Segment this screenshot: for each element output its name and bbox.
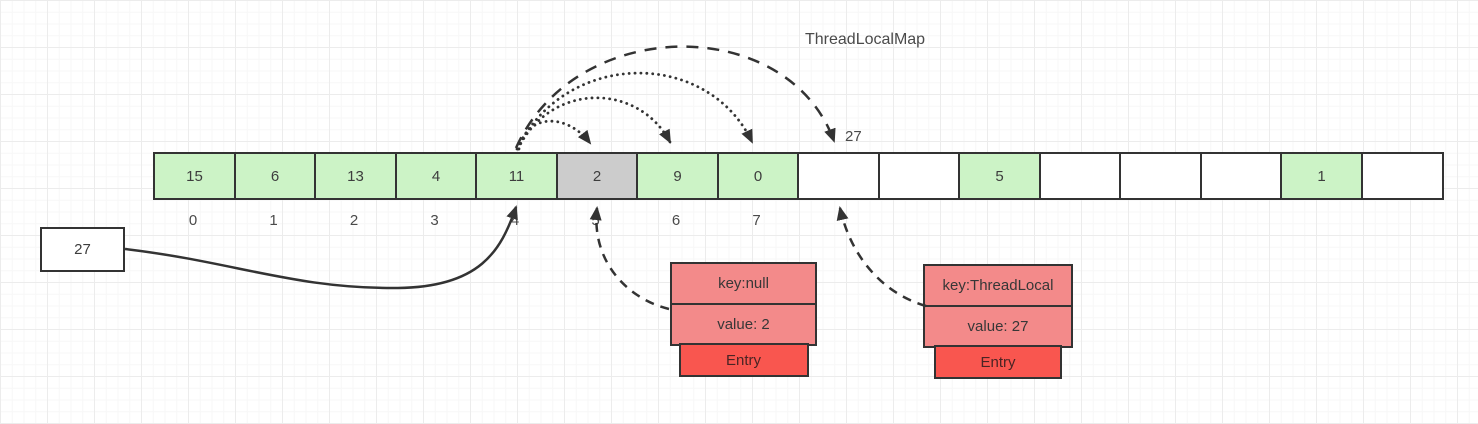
array-cell-8 [797, 152, 880, 200]
array-cell-0: 15 [153, 152, 236, 200]
array-cell-7: 0 [716, 152, 800, 200]
index-label-5: 5 [591, 212, 600, 229]
index-label-0: 0 [188, 212, 198, 229]
array-cell-9 [877, 152, 961, 200]
new-entry-arrow [836, 206, 927, 308]
array-cell-15 [1360, 152, 1444, 200]
slot8-value-label: 27 [845, 128, 862, 145]
array-cell-11 [1038, 152, 1122, 200]
entry-box-threadlocal: key:ThreadLocal value: 27 Entry [923, 264, 1073, 379]
array-cell-5: 2 [555, 152, 639, 200]
array-cell-12 [1119, 152, 1202, 200]
index-label-6: 6 [671, 212, 681, 229]
array-cell-2: 13 [314, 152, 397, 200]
entry-value-27: value: 27 [923, 304, 1073, 348]
array-cell-14: 1 [1280, 152, 1363, 200]
array-cell-13 [1199, 152, 1283, 200]
probe-arc-slot5 [517, 119, 592, 151]
entry-footer-label: Entry [934, 345, 1062, 379]
entry-footer-label: Entry [678, 343, 809, 377]
probe-arc-slot6 [516, 96, 672, 151]
index-label-7: 7 [752, 212, 761, 229]
array-cell-4: 11 [475, 152, 558, 200]
index-label-2: 2 [349, 212, 359, 229]
array-cell-3: 4 [394, 152, 478, 200]
array-cell-6: 9 [636, 152, 719, 200]
entry-key-null: key:null [670, 262, 817, 305]
index-label-4: 4 [510, 212, 520, 229]
entry-value-2: value: 2 [670, 302, 817, 346]
array-cell-10: 5 [958, 152, 1041, 200]
diagram-title: ThreadLocalMap [805, 31, 926, 48]
value-27-text: 27 [74, 241, 91, 258]
index-label-3: 3 [430, 212, 439, 229]
insert-arc-slot8 [514, 45, 836, 149]
entry-key-threadlocal: key:ThreadLocal [923, 264, 1073, 307]
array-cell-1: 6 [233, 152, 317, 200]
index-label-1: 1 [269, 212, 278, 229]
probe-arc-slot7 [515, 71, 754, 151]
value-27-box: 27 [40, 227, 125, 272]
entry-box-stale: key:null value: 2 Entry [670, 262, 817, 377]
